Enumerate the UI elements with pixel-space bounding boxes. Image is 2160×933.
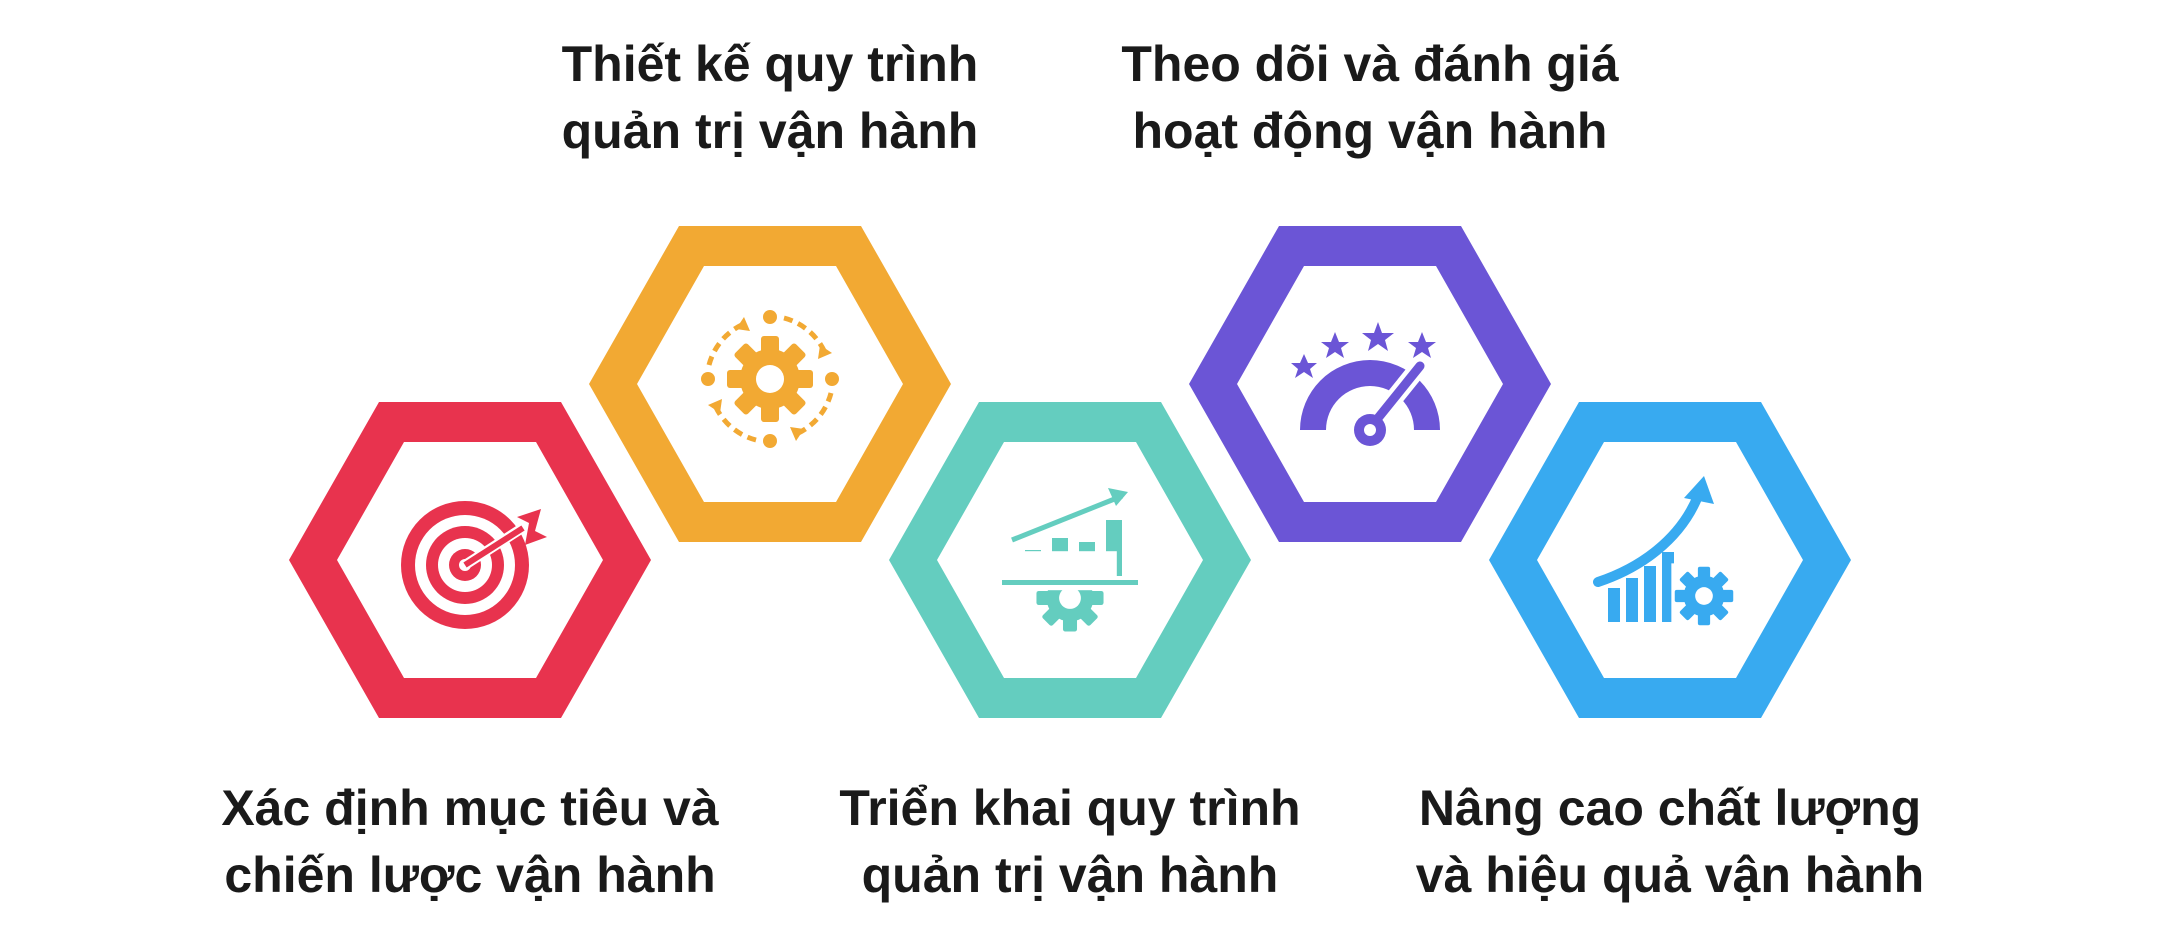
step-2-caption-line-2: quản trị vận hành [561, 103, 979, 159]
step-2-caption: Thiết kế quy trình quản trị vận hành [470, 31, 1070, 165]
step-1-caption-line-1: Xác định mục tiêu và [221, 780, 719, 836]
step-1-hexagon-frame [289, 402, 651, 718]
step-5-caption-line-1: Nâng cao chất lượng [1418, 780, 1922, 836]
step-5-hexagon-frame [1489, 402, 1851, 718]
step-1-caption: Xác định mục tiêu và chiến lược vận hành [170, 775, 770, 909]
step-4-hexagon [1189, 226, 1551, 542]
step-5-caption: Nâng cao chất lượng và hiệu quả vận hành [1370, 775, 1970, 909]
step-4-caption-line-2: hoạt động vận hành [1132, 103, 1608, 159]
step-4-caption: Theo dõi và đánh giá hoạt động vận hành [1070, 31, 1670, 165]
step-4-hexagon-frame [1189, 226, 1551, 542]
step-2-caption-line-1: Thiết kế quy trình [561, 36, 979, 92]
gear-cycle-icon [701, 310, 839, 448]
step-4-caption-line-1: Theo dõi và đánh giá [1121, 36, 1619, 92]
step-1-caption-line-2: chiến lược vận hành [224, 847, 716, 903]
step-2-hexagon [589, 226, 951, 542]
step-3-hexagon-frame [889, 402, 1251, 718]
rating-gauge-icon [1291, 322, 1440, 446]
growth-arrow-gear-icon [1593, 476, 1737, 629]
step-3-hexagon [889, 402, 1251, 718]
step-5-hexagon [1489, 402, 1851, 718]
target-icon [401, 501, 547, 629]
step-3-caption-line-1: Triển khai quy trình [839, 780, 1301, 836]
step-3-caption-line-2: quản trị vận hành [861, 847, 1279, 903]
growth-chart-gear-icon [1002, 488, 1138, 632]
step-5-caption-line-2: và hiệu quả vận hành [1415, 847, 1925, 903]
step-2-hexagon-frame [589, 226, 951, 542]
step-1-hexagon [289, 402, 651, 718]
step-3-caption: Triển khai quy trình quản trị vận hành [770, 775, 1370, 909]
